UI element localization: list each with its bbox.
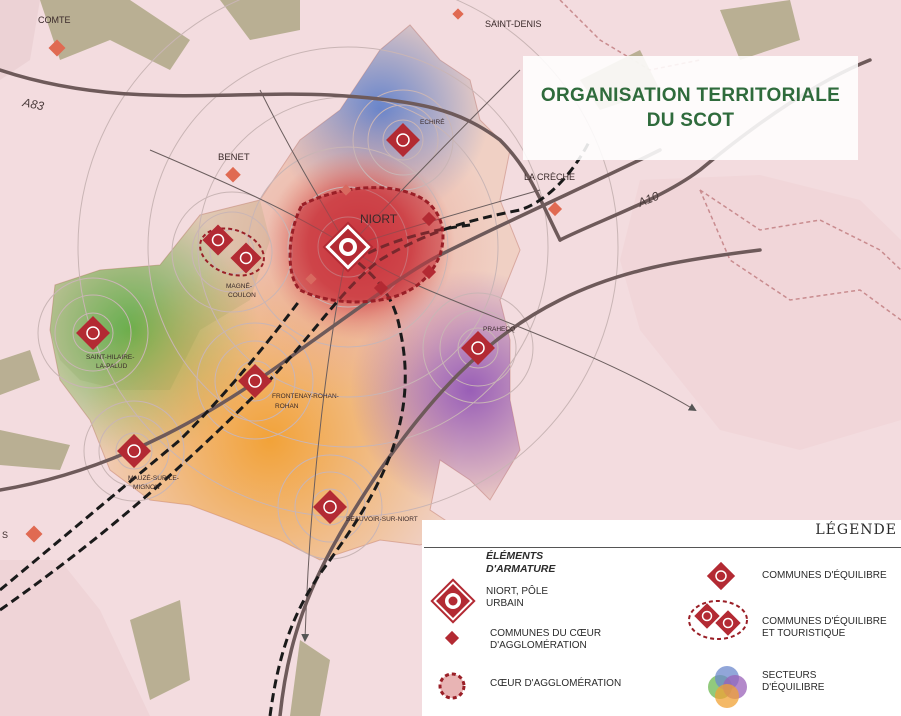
label-saint-denis: SAINT-DENIS [485,19,542,29]
legend-section-line1: ÉLÉMENTS [486,550,544,562]
map-title-box: ORGANISATION TERRITORIALE DU SCOT [523,56,858,160]
label-benet: BENET [218,152,250,163]
label-echire: ECHIRÉ [420,117,445,126]
label-s-edge: S [2,530,8,540]
label-mauze-1: MAUZÉ-SUR-LE- [128,473,179,482]
map-title-line2: DU SCOT [646,110,735,131]
communes-coeur-markers [305,184,437,296]
legend-niort-line2: URBAIN [486,598,524,609]
legend-coeur: CŒUR D'AGGLOMÉRATION [490,678,622,689]
map-title-line1: ORGANISATION TERRITORIALE [540,85,841,106]
commune-equilibre-icon [706,561,736,591]
legend-divider [424,547,901,548]
road-a83 [0,68,562,242]
commune-coeur-icon [444,630,460,646]
legend-touristique-line2: ET TOURISTIQUE [762,628,846,639]
secteurs-icon [708,666,747,708]
legend-secteurs-line1: SECTEURS [762,670,817,681]
legend: LÉGENDE ÉLÉMENTS D'ARMATURE NIORT, PÔLE … [422,520,901,716]
legend-coeur-communes-line2: D'AGGLOMÉRATION [490,640,587,651]
label-mauze-2: MIGNON [133,484,160,491]
pole-urbain-icon [430,578,476,624]
label-prahecq: PRAHECQ [483,326,515,333]
marker-magne [202,224,234,256]
label-frontenay-2: ROHAN [275,403,299,410]
label-comte: COMTE [38,15,71,25]
legend-equilibre: COMMUNES D'ÉQUILIBRE [762,570,887,581]
marker-coulon [230,242,262,274]
label-la-creche: LA CRÈCHE [524,172,575,182]
label-beauvoir: BEAUVOIR-SUR-NIORT [346,516,418,523]
legend-niort-line1: NIORT, PÔLE [486,586,549,597]
label-saint-hilaire-1: SAINT-HILAIRE- [86,354,134,361]
legend-section-line2: D'ARMATURE [486,563,556,575]
coeur-agglomeration-icon [438,672,466,700]
niort-pole-marker [322,221,374,273]
outside-communes-markers [25,8,563,543]
legend-title: LÉGENDE [815,522,897,538]
label-magne: MAGNÉ- [226,281,252,290]
legend-coeur-communes-line1: COMMUNES DU CŒUR [490,628,602,639]
label-niort: NIORT [360,212,398,226]
label-saint-hilaire-2: LA-PALUD [96,363,128,370]
legend-touristique-line1: COMMUNES D'ÉQUILIBRE [762,616,887,627]
label-coulon: COULON [228,292,256,299]
commune-touristique-icon [688,600,748,640]
label-a83: A83 [20,95,45,113]
legend-secteurs-line2: D'ÉQUILIBRE [762,682,825,693]
label-frontenay-1: FRONTENAY-ROHAN- [272,393,339,400]
